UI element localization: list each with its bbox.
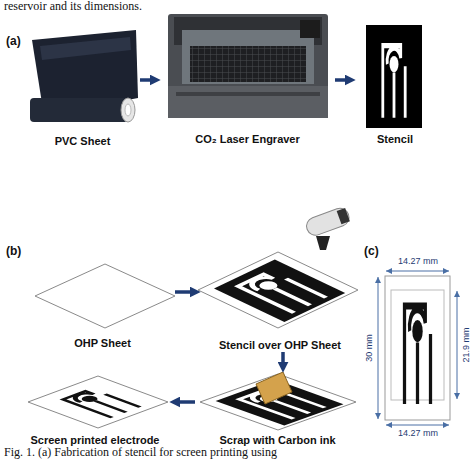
flow-arrow: [140, 78, 153, 82]
panel-label: CO₂ Laser Engraver: [195, 133, 300, 146]
flow-arrow: [175, 290, 193, 294]
ohp-sheet: [28, 376, 168, 428]
panel-letter: (a): [6, 34, 21, 48]
figure-panel: PVC Sheet: [25, 28, 140, 148]
laser-engraver-photo: [168, 14, 328, 118]
panel-letter: (c): [364, 244, 379, 258]
roll-body: [30, 98, 128, 122]
panel-label: Stencil: [377, 133, 413, 146]
stencil-photo: [366, 25, 422, 128]
dimension-label: 30 mm: [364, 334, 375, 362]
squeegee: [256, 372, 292, 404]
applicator-body: [304, 206, 352, 238]
carbon-traces: [63, 389, 140, 418]
ohp-sheet-drawing: [35, 264, 175, 328]
electrode-traces: [405, 306, 431, 404]
stencil-sheet: [214, 260, 345, 322]
dimension-line: [386, 425, 449, 426]
figure-panel: Scrap with Carbon ink: [195, 372, 360, 447]
panel-label: Stencil over OHP Sheet: [219, 339, 341, 352]
ohp-sheet: [198, 252, 358, 328]
dimension-label: 21.9 mm: [461, 327, 472, 362]
flow-arrow: [335, 78, 348, 82]
stencil-cutout: [238, 271, 326, 313]
flow-arrow: [177, 400, 195, 404]
figure-panel: Stencil: [355, 22, 435, 146]
dimension-label: 14.27 mm: [386, 256, 450, 267]
glass-window: [182, 30, 314, 84]
pvc-roll-photo: [30, 30, 138, 122]
ink-applicator-icon: [304, 206, 352, 250]
stencil-sheet: [366, 25, 422, 128]
sheet-sheen: [40, 37, 131, 60]
panel-label: PVC Sheet: [55, 135, 111, 148]
electrode-dimension-drawing: [378, 271, 457, 425]
dimension-line: [386, 271, 449, 272]
machine-body: [168, 14, 328, 118]
figure-panel: CO₂ Laser Engraver: [160, 8, 335, 146]
dimension-line: [457, 291, 458, 399]
roll-core: [125, 104, 131, 116]
machine-front: [168, 86, 328, 118]
applicator-blade: [316, 236, 330, 250]
applicator-cap: [337, 208, 350, 224]
panel-letter: (b): [6, 244, 21, 258]
roll-end: [121, 98, 135, 122]
stencil-cutout: [383, 46, 405, 118]
printed-electrode-drawing: [28, 376, 168, 428]
flow-arrow: [281, 352, 285, 365]
figure-panel: OHP Sheet: [30, 255, 175, 350]
dimension-line: [378, 277, 379, 419]
ohp-sheet: [35, 264, 175, 328]
dimension-label: 14.27 mm: [386, 428, 450, 439]
front-slot: [176, 92, 320, 96]
electrode-outline: [385, 276, 450, 420]
honeycomb-bed: [190, 46, 306, 82]
figure-panel: Stencil over OHP Sheet: [200, 205, 360, 352]
control-panel: [300, 20, 320, 38]
panel-label: OHP Sheet: [74, 337, 131, 350]
running-text: reservoir and its dimensions.: [4, 0, 142, 13]
figure-caption: Fig. 1. (a) Fabrication of stencil for s…: [4, 446, 277, 459]
figure-panel: Screen printed electrode: [20, 375, 170, 447]
stencil-on-sheet-drawing: [198, 252, 358, 328]
